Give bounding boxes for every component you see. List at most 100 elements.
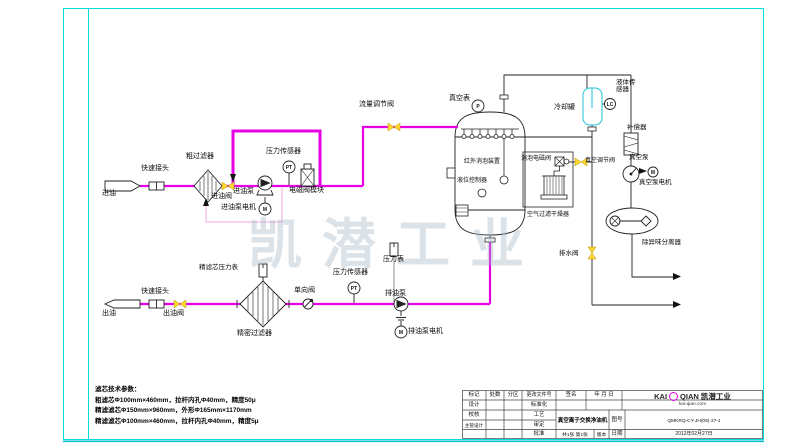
tb-role-chief: 主管设计 — [464, 422, 484, 428]
tb-drawing-no: QMKRQ-CY-JH(06)-27-1 — [667, 418, 721, 424]
label-inlet-pump: 进油泵 — [233, 188, 254, 195]
label-pressure-gauge: 压力表 — [383, 256, 404, 263]
label-oil-inlet: 进油 — [102, 190, 116, 197]
label-oil-outlet: 出油 — [102, 310, 116, 317]
tb-role-standardization: 标准化 — [530, 402, 548, 408]
label-quick-coupler-top: 快速接头 — [141, 165, 169, 172]
pt-tag-top: PT — [285, 164, 293, 171]
frame-border — [63, 8, 764, 440]
oil-inlet-flag — [104, 180, 141, 192]
label-vacuum-pump: 真空泵 — [629, 154, 649, 161]
liquid-sensor-symbol — [604, 98, 616, 110]
tb-header-date: 年 月 日 — [594, 392, 614, 398]
label-pressure-sensor-top: 压力传感器 — [266, 148, 301, 155]
notes-line: 粗滤芯Φ100mm×460mm，拉杆内孔Φ40mm，精度50μ — [95, 396, 256, 404]
oil-outlet-flag — [103, 299, 141, 309]
tank-bottom-fitting — [484, 237, 496, 243]
label-check-valve: 单向阀 — [294, 287, 315, 294]
notes-title: 滤芯技术参数： — [95, 386, 141, 393]
label-odor-separator: 除异味分离器 — [642, 239, 681, 246]
flow-control-valve-symbol — [387, 122, 401, 132]
label-quick-coupler-bottom: 快速接头 — [141, 288, 169, 295]
tb-role-check: 校核 — [468, 412, 480, 418]
drain-valve-symbol — [587, 246, 597, 260]
vacuum-control-valve-symbol — [574, 157, 588, 167]
company-name-right: QIAN 凯潜工业 — [680, 392, 731, 401]
label-cooling-tank: 冷却罐 — [554, 104, 575, 111]
label-fine-filter: 精密过滤器 — [237, 330, 272, 337]
tb-header-count: 处数 — [489, 392, 501, 398]
outlet-symbols — [103, 242, 409, 339]
tb-date-label: 日期 — [611, 431, 623, 437]
cooling-tank — [582, 87, 616, 132]
company-website: kai-qian.com — [678, 402, 707, 407]
tb-role-approve: 批准 — [533, 431, 545, 437]
vacuum-gauge-symbol — [471, 99, 485, 113]
company-name-left: KAI — [654, 392, 668, 401]
label-inlet-valve: 进油阀 — [211, 193, 232, 200]
tb-date: 2012年02月27日 — [675, 431, 713, 437]
tb-header-change-doc: 更改文件号 — [526, 392, 552, 398]
vacuum-pump-motor-symbol — [647, 166, 659, 178]
tank-hatched-fitting — [455, 204, 469, 217]
level-sensor — [477, 188, 487, 198]
label-solenoid-valve-module: 电磁阀模块 — [289, 187, 324, 194]
watermark: 凯潜工业 — [248, 215, 544, 275]
label-coarse-filter: 粗过滤器 — [186, 153, 214, 160]
label-pressure-sensor-bottom: 压力传感器 — [333, 269, 368, 276]
label-liquid-sensor: 液体传感器 — [616, 79, 636, 93]
flow-arrows — [203, 168, 681, 308]
label-inlet-pump-motor: 进油泵电机 — [221, 204, 256, 211]
label-flow-control-valve: 流量调节阀 — [359, 101, 394, 108]
tb-role-review: 审定 — [533, 421, 545, 428]
tb-drawing-no-label: 图号 — [611, 417, 623, 423]
tank-internals — [446, 94, 519, 243]
inlet-valve-symbol — [221, 181, 235, 191]
label-vacuum-gauge: 真空表 — [449, 95, 470, 102]
compensator-symbol — [623, 132, 639, 156]
label-compensator: 补偿器 — [627, 124, 647, 131]
frame-bottom-bar — [63, 440, 764, 443]
tb-role-process: 工艺 — [533, 412, 545, 418]
valves — [173, 122, 597, 309]
tb-header-mark: 标记 — [468, 392, 480, 398]
company-logo: KAI QIAN 凯潜工业 — [623, 391, 762, 402]
label-vacuum-pump-motor: 真空泵电机 — [639, 179, 672, 186]
m-tag-discharge: M — [398, 329, 404, 336]
tb-version: 版本 — [596, 432, 607, 438]
inlet-pump-motor-symbol — [258, 202, 272, 216]
tank-left-fitting — [446, 167, 456, 179]
discharge-pump-motor-symbol — [394, 325, 408, 339]
bypass-pipe — [205, 188, 283, 223]
pressure-transmitter-bottom-symbol — [347, 281, 361, 295]
logo-ring-icon — [669, 392, 679, 401]
defoam-unit — [522, 151, 574, 208]
m-tag-vacuum: M — [650, 169, 656, 176]
notes-line: 精滤滤芯Φ150mm×960mm，外形Φ165mm×1170mm — [95, 407, 252, 414]
pt-tag-bottom: PT — [350, 285, 358, 292]
label-air-filter-dryer: 空气过滤干燥器 — [527, 212, 570, 218]
tb-header-zone: 分区 — [507, 392, 519, 398]
title-block-grid — [462, 390, 763, 439]
notes-line: 精滤滤芯Φ100mm×460mm，拉杆内孔Φ40mm，精度5μ — [95, 417, 259, 425]
tank-top-fitting — [499, 94, 509, 100]
inlet-symbols — [104, 160, 315, 216]
vacuum-pump-train — [605, 132, 659, 235]
p-tag: P — [476, 103, 480, 110]
oil-piping — [108, 125, 492, 306]
label-outlet-valve: 出油阀 — [163, 310, 184, 317]
tb-sheet: 共1张 第1张 — [562, 432, 588, 438]
label-infrared-defoamer: 红外消泡装置 — [464, 159, 501, 165]
label-defoam-solenoid-valve: 消泡电磁阀 — [521, 156, 552, 162]
label-filter-pressure-gauge: 精滤芯压力表 — [199, 264, 238, 271]
drawing-title: 真空离子交换净油机 — [557, 418, 608, 424]
label-vacuum-control-valve: 真空调节阀 — [585, 158, 616, 164]
tb-header-signature: 签名 — [565, 392, 577, 398]
float-sensor — [499, 175, 509, 185]
lc-tag: LC — [606, 101, 614, 108]
m-tag-inlet: M — [262, 206, 268, 213]
label-discharge-pump-motor: 排油泵电机 — [408, 328, 443, 335]
label-drain-valve: 排水阀 — [559, 250, 579, 257]
